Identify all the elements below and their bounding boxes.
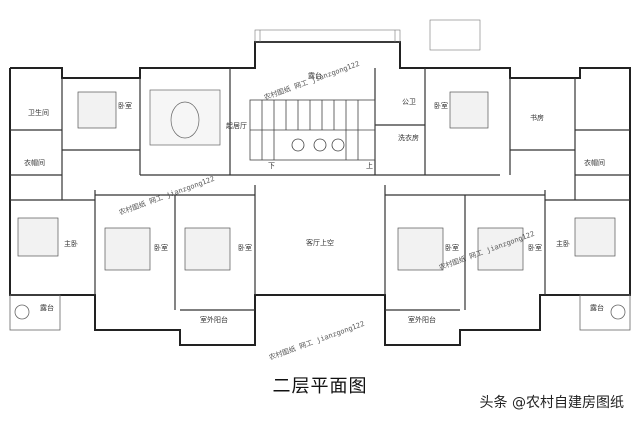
label-stair-up: 上 — [366, 161, 373, 170]
exterior-walls — [9, 41, 631, 346]
label-study: 书房 — [530, 113, 544, 122]
label-bath-mid: 公卫 — [402, 98, 416, 106]
furniture-beds — [17, 91, 616, 271]
label-terrace-left: 露台 — [40, 303, 54, 312]
label-master-left: 主卧 — [64, 239, 78, 248]
label-closet-left: 衣帽间 — [24, 158, 45, 167]
label-lounge: 起居厅 — [226, 122, 247, 130]
label-stair-down: 下 — [268, 162, 275, 170]
interior-walls — [10, 68, 630, 311]
staircase — [249, 99, 376, 161]
terraces — [9, 294, 631, 331]
watermark: 农村图纸 网工 jianzgong122 — [263, 59, 361, 102]
label-balcony-top: 露台 — [308, 71, 322, 80]
label-hall-void: 客厅上空 — [306, 238, 334, 247]
label-outdoor-balcony-left: 室外阳台 — [200, 315, 228, 324]
source-credit: 头条 @农村自建房图纸 — [479, 395, 624, 411]
label-terrace-right: 露台 — [590, 303, 604, 312]
label-bed-top-left: 卧室 — [118, 101, 132, 110]
label-outdoor-balcony-right: 室外阳台 — [408, 315, 436, 324]
label-bath-left: 卫生间 — [28, 108, 49, 117]
plan-title: 二层平面图 — [272, 376, 368, 397]
top-balcony-railing — [254, 19, 481, 51]
label-bed-mid-left: 卧室 — [154, 243, 168, 252]
label-bed-center-left: 卧室 — [238, 243, 252, 252]
label-laundry: 洗衣房 — [398, 133, 419, 142]
label-bed-mid-right: 卧室 — [528, 243, 542, 252]
watermark: 农村图纸 网工 jianzgong122 — [268, 319, 366, 362]
lounge-furniture — [149, 89, 221, 146]
label-bed-center-right: 卧室 — [445, 243, 459, 252]
label-bed-top-right: 卧室 — [434, 101, 448, 110]
label-master-right: 主卧 — [556, 239, 570, 248]
label-closet-right: 衣帽间 — [584, 158, 605, 167]
room-labels: 卫生间 卧室 衣帽间 起居厅 下 上 露台 公卫 洗衣房 卧室 书房 衣帽间 主… — [24, 71, 605, 324]
